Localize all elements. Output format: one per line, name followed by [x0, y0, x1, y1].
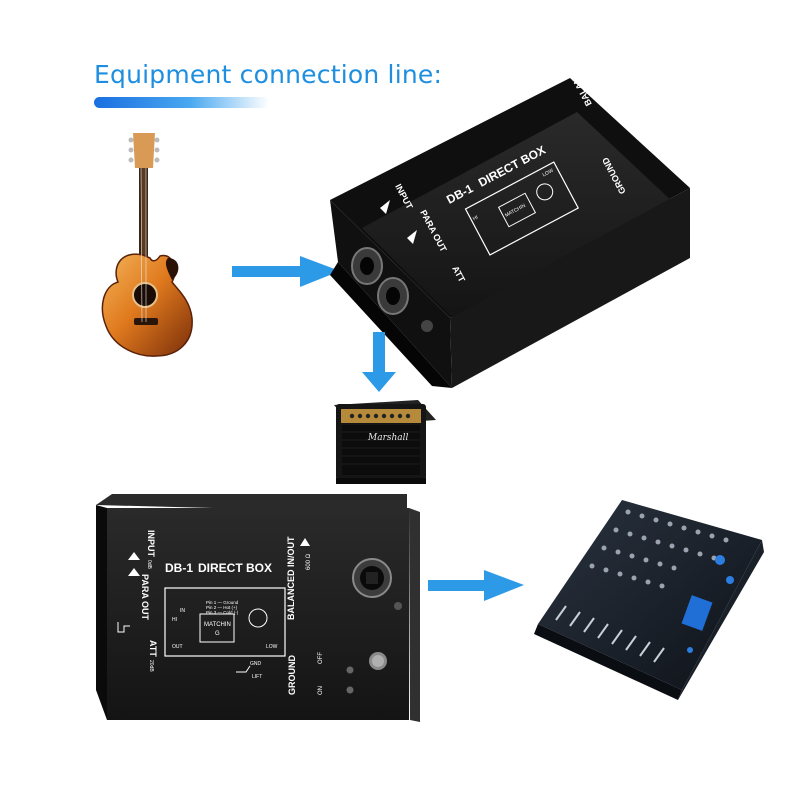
direct-box-top: DB-1 DIRECT BOX MATCHIN HI LOW INPUT PAR… — [330, 29, 690, 388]
bottom-att-label: ATT — [148, 640, 158, 657]
arrow-guitar-to-box — [232, 256, 340, 287]
bottom-pin1: Pin 1 — Ground — [206, 600, 239, 605]
bottom-out-label: OUT — [172, 644, 183, 650]
amplifier-icon: Marshall — [334, 400, 436, 484]
guitar-icon — [101, 133, 193, 357]
bottom-pin2: Pin 2 — Hot (+) — [206, 605, 238, 610]
arrow-box-to-mixer — [428, 570, 524, 601]
bottom-lift-label: LIFT — [252, 674, 262, 680]
bottom-para-out-label: PARA OUT — [140, 574, 150, 621]
bottom-gnd-label: GND — [250, 661, 262, 667]
title-underline — [94, 97, 269, 108]
bottom-att-db: 20dB — [148, 660, 154, 672]
bottom-in-label: IN — [180, 608, 185, 614]
top-hi-label: HI — [472, 215, 479, 223]
bottom-off-label: OFF — [318, 652, 324, 664]
bottom-matching-sub: G — [215, 631, 220, 637]
bottom-ground-label: GROUND — [287, 655, 297, 695]
bottom-pin3: Pin 3 — Cold (-) — [206, 610, 239, 615]
mixer-icon — [534, 500, 764, 700]
bottom-on-label: ON — [318, 686, 324, 695]
direct-box-bottom: INPUT 0dB PARA OUT ATT 20dB DB-1 DIRECT … — [96, 494, 420, 722]
bottom-input-db: 0dB — [146, 560, 152, 570]
arrow-box-to-amp — [362, 332, 396, 392]
bottom-product-label: DIRECT BOX — [198, 561, 272, 575]
bottom-input-label: INPUT — [146, 530, 156, 558]
bottom-model-label: DB-1 — [165, 561, 193, 575]
page-title: Equipment connection line: — [94, 60, 443, 89]
bottom-matching-label: MATCHIN — [204, 622, 231, 628]
bottom-low-label: LOW — [266, 644, 278, 650]
amp-brand-label: Marshall — [367, 433, 409, 443]
bottom-ohm-label: 600 Ω — [306, 553, 312, 570]
bottom-balanced-label: BALANCED IN/OUT — [286, 536, 296, 620]
bottom-hi-label: HI — [172, 617, 177, 623]
top-low-label: LOW — [542, 168, 555, 179]
